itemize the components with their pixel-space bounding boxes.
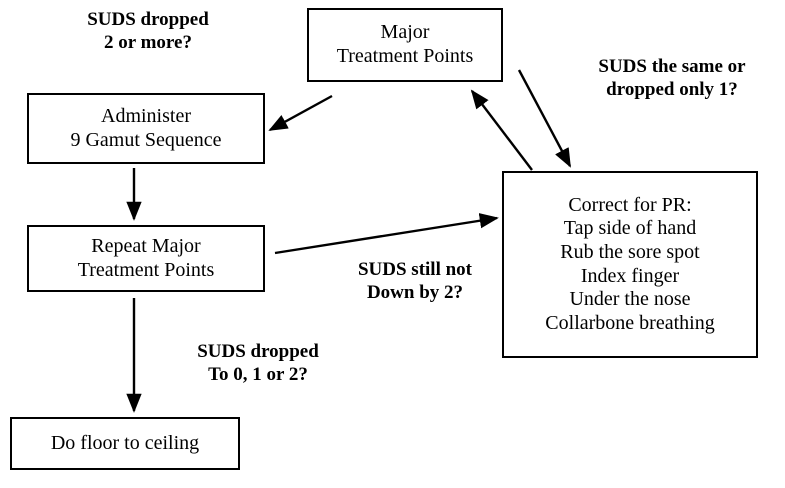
edge-correct-to-major [470,89,533,171]
label-line: dropped only 1? [606,79,738,101]
edge-major-to-correct [517,69,572,168]
node-line: Do floor to ceiling [50,431,200,454]
label-suds-still-not-down-by-2: SUDS still not Down by 2? [325,258,505,304]
node-administer-9-gamut[interactable]: Administer 9 Gamut Sequence [27,93,265,164]
node-do-floor-to-ceiling[interactable]: Do floor to ceiling [10,417,240,470]
node-line: Correct for PR: [568,193,692,216]
node-line: Index finger [580,264,680,287]
label-suds-the-same-or-dropped-only-1: SUDS the same or dropped only 1? [572,55,772,101]
edge-major-to-gamut [268,94,333,132]
node-line: Major [380,21,430,44]
node-line: Rub the sore spot [560,240,700,263]
label-suds-dropped-to-0-1-or-2: SUDS dropped To 0, 1 or 2? [168,340,348,386]
label-line: SUDS the same or [598,56,746,77]
node-line: Administer [101,104,191,127]
label-line: To 0, 1 or 2? [208,364,308,386]
label-line: 2 or more? [104,32,192,54]
node-correct-for-pr[interactable]: Correct for PR: Tap side of hand Rub the… [502,171,758,358]
node-line: Treatment Points [77,258,215,281]
label-line: SUDS dropped [197,341,319,362]
node-line: Tap side of hand [563,217,697,240]
node-major-treatment-points[interactable]: Major Treatment Points [307,8,503,82]
node-line: Treatment Points [336,45,474,67]
label-line: Down by 2? [366,282,464,304]
label-line: SUDS still not [357,259,473,280]
node-line: 9 Gamut Sequence [70,128,222,151]
edge-repeat-to-correct [274,213,499,255]
label-suds-dropped-2-or-more: SUDS dropped 2 or more? [53,8,243,54]
label-line: SUDS dropped [87,9,209,30]
node-line: Repeat Major [91,234,201,257]
node-line: Under the nose [569,288,691,311]
node-line: Collarbone breathing [545,311,715,334]
node-repeat-major-treatment-points[interactable]: Repeat Major Treatment Points [27,225,265,292]
